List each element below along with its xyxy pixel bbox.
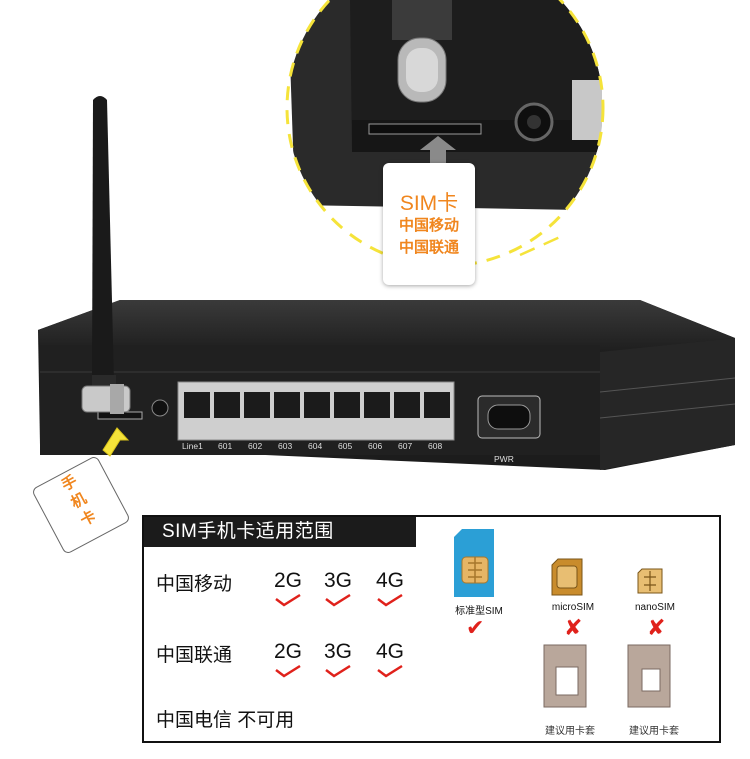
port-label: 607 <box>398 441 412 451</box>
sim-type-label: microSIM <box>551 602 595 613</box>
port-label: 603 <box>278 441 292 451</box>
callout-operator: 中国联通 <box>398 239 459 256</box>
sleeve-label: 建议用卡套 <box>629 726 679 737</box>
nano-sim-icon <box>637 568 663 594</box>
up-arrow-icon <box>420 136 456 170</box>
port-label: Line1 <box>182 441 203 451</box>
check-icon <box>377 593 403 607</box>
port-label: 608 <box>428 441 442 451</box>
standard-sim-icon <box>454 529 494 597</box>
guide-line <box>519 235 561 257</box>
network-gen: 2G <box>274 640 303 663</box>
dc-jack <box>151 399 169 417</box>
check-icon <box>325 593 351 607</box>
unsupported-x-icon: ✘ <box>564 615 583 640</box>
operator-name: 中国移动 <box>156 574 233 595</box>
operator-row: 中国联通 2G 3G 4G <box>156 640 436 684</box>
operator-name: 中国电信 不可用 <box>156 710 295 731</box>
check-icon <box>275 664 301 678</box>
sim-type-label: nanoSIM <box>634 602 676 613</box>
sim-size-illustrations <box>454 529 671 708</box>
check-icon <box>275 593 301 607</box>
network-gen: 3G <box>324 640 353 663</box>
zoom-inset <box>285 0 605 268</box>
port-label: 604 <box>308 441 322 451</box>
network-gen: 4G <box>376 640 405 663</box>
port-label: 605 <box>338 441 352 451</box>
port-label: 601 <box>218 441 232 451</box>
check-icon <box>377 664 403 678</box>
callout-operator: 中国移动 <box>398 217 459 234</box>
callout-sim: SIM卡 <box>399 192 459 215</box>
network-gen: 4G <box>376 569 405 592</box>
compatibility-panel: SIM手机卡适用范围 中国移动 2G 3G 4G 中国联通 2G 3G 4G 中… <box>142 515 721 743</box>
unsupported-x-icon: ✘ <box>647 615 666 640</box>
network-gen: 2G <box>274 569 303 592</box>
sim-type-label: 标准型SIM <box>455 606 503 617</box>
operator-row: 中国移动 2G 3G 4G <box>156 569 436 613</box>
supported-check-icon: ✔ <box>466 615 485 640</box>
operator-row: 中国电信 不可用 <box>156 705 436 735</box>
micro-sim-icon <box>551 558 583 596</box>
power-label: PWR <box>494 454 514 464</box>
port-labels: Line1 601 602 603 604 605 606 607 608 <box>182 441 442 451</box>
port-label: 606 <box>368 441 382 451</box>
panel-title: SIM手机卡适用范围 <box>144 517 416 547</box>
insert-arrow-icon <box>102 427 130 457</box>
network-gen: 3G <box>324 569 353 592</box>
check-icon <box>325 664 351 678</box>
operator-name: 中国联通 <box>156 645 233 666</box>
sim-sleeve-icon <box>543 644 587 708</box>
sim-callout-card: SIM卡 中国移动 中国联通 <box>383 163 475 285</box>
port-label: 602 <box>248 441 262 451</box>
sim-sleeve-icon <box>627 644 671 708</box>
rj11-ports <box>184 392 450 418</box>
sleeve-label: 建议用卡套 <box>545 726 595 737</box>
antenna <box>81 96 131 414</box>
